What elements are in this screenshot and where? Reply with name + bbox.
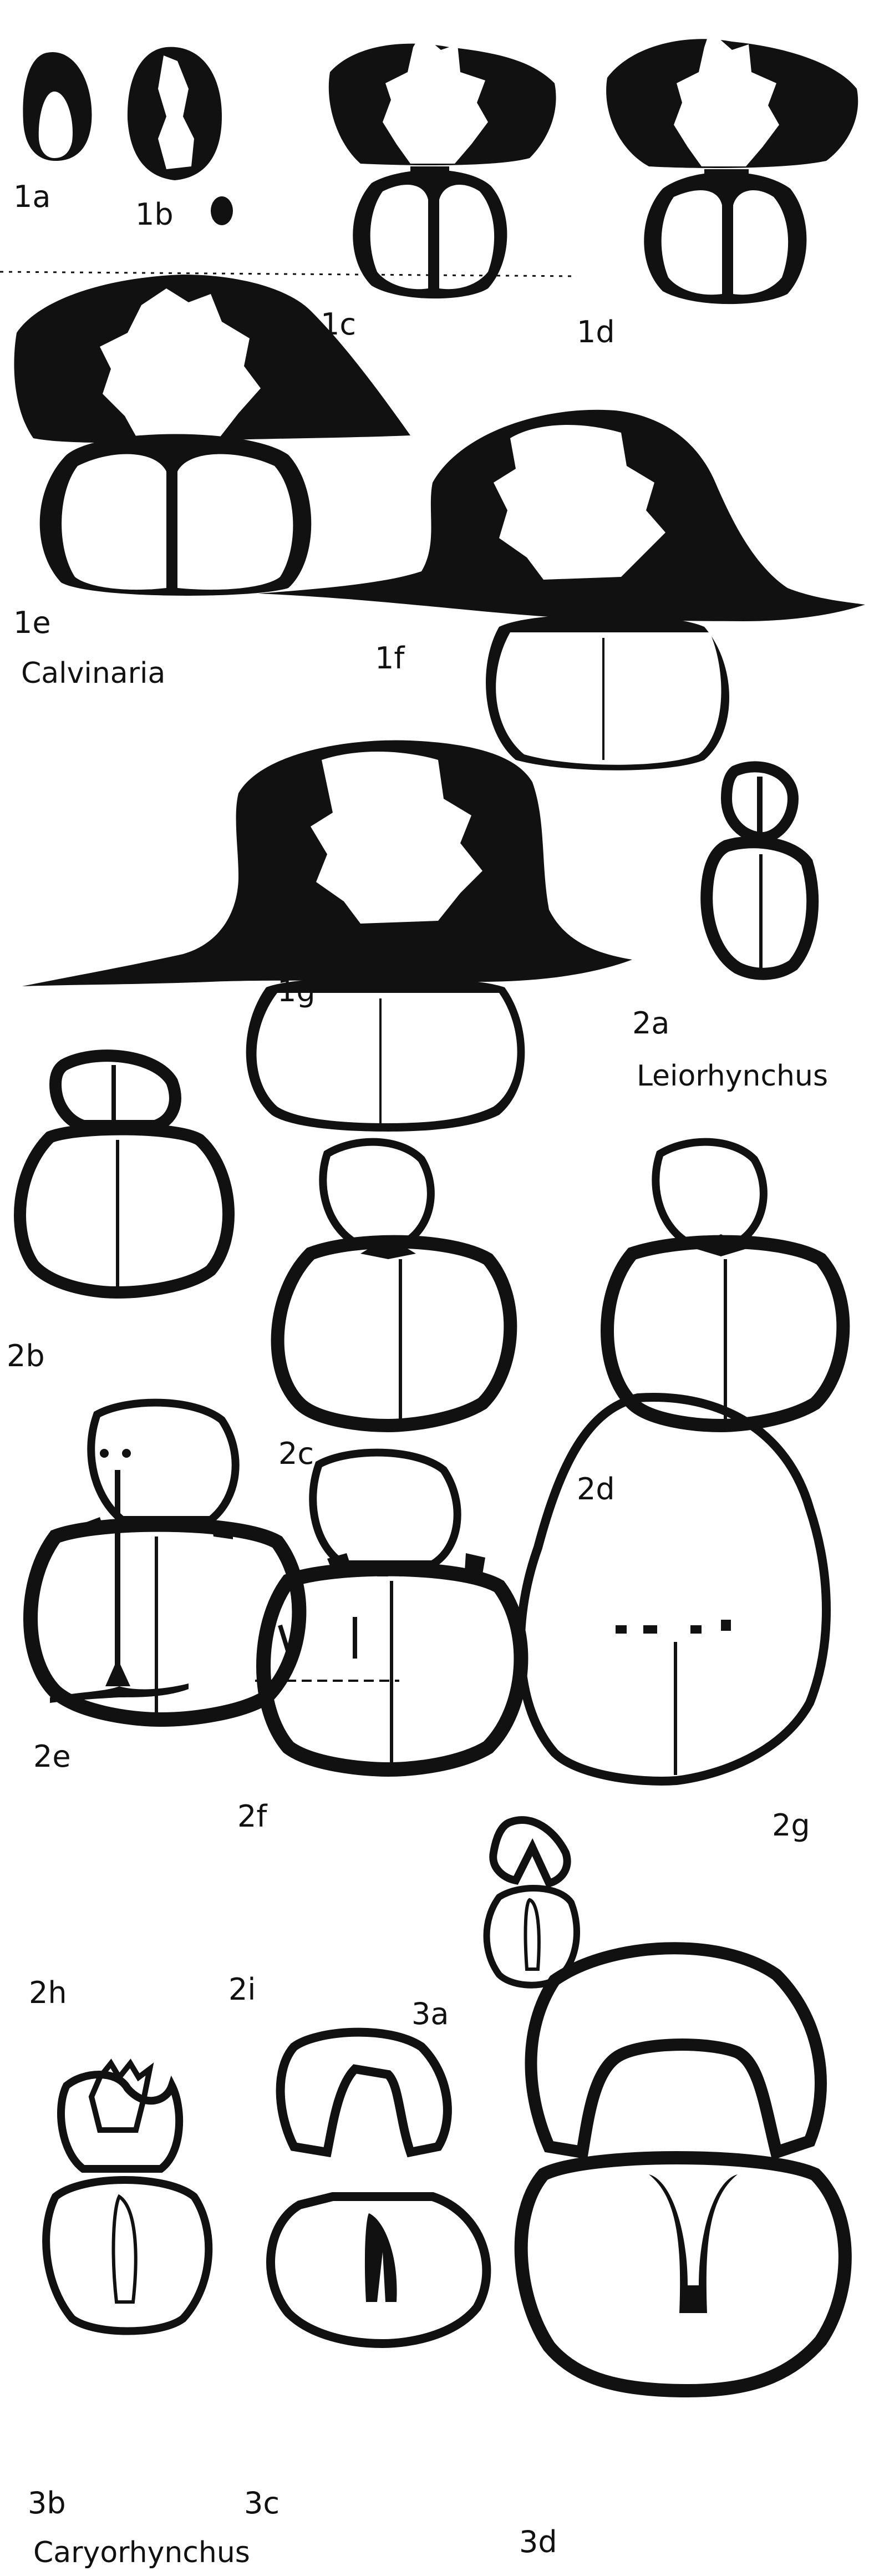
section-2g	[521, 1397, 826, 1781]
figure-label-3c: 3c	[244, 2488, 280, 2518]
section-1d	[606, 31, 858, 304]
section-1f	[258, 410, 865, 770]
section-1a	[23, 52, 92, 161]
section-2i	[255, 1617, 399, 1681]
figure-label-3d: 3d	[519, 2527, 557, 2557]
figure-label-2h: 2h	[29, 1978, 67, 2008]
figure-label-2a: 2a	[632, 1008, 669, 1038]
genus-label-caryorhynchus: Caryorhynchus	[33, 2538, 250, 2567]
figure-label-1g: 1g	[277, 976, 316, 1006]
genus-label-calvinaria: Calvinaria	[21, 659, 165, 688]
section-3a	[487, 1820, 577, 1985]
figure-label-1b: 1b	[135, 200, 174, 230]
figure-label-1f: 1f	[375, 643, 404, 673]
section-2a	[707, 767, 812, 973]
figure-label-2e: 2e	[33, 1742, 71, 1772]
genus-label-leiorhynchus: Leiorhynchus	[637, 1062, 828, 1091]
figure-label-1e: 1e	[13, 608, 51, 638]
figure-label-3b: 3b	[28, 2488, 66, 2518]
figure-label-2i: 2i	[228, 1975, 256, 2005]
figure-label-2g: 2g	[772, 1811, 810, 1840]
figure-label-3a: 3a	[411, 1999, 449, 2029]
figure-label-2b: 2b	[7, 1341, 45, 1371]
section-1c	[329, 33, 556, 298]
figure-label-1a: 1a	[13, 182, 50, 212]
section-2b	[20, 1056, 228, 1292]
figure-label-1d: 1d	[577, 317, 615, 347]
section-2d	[607, 1142, 843, 1426]
section-2c	[278, 1142, 511, 1426]
figure-label-2d: 2d	[577, 1474, 615, 1504]
section-3d	[521, 1948, 845, 2391]
figure-label-2f: 2f	[237, 1802, 267, 1832]
section-2h	[50, 1449, 189, 1703]
section-3b	[46, 2063, 209, 2331]
figure-label-1c: 1c	[321, 310, 356, 339]
section-3c	[271, 2032, 486, 2344]
figure-label-2c: 2c	[278, 1439, 314, 1469]
